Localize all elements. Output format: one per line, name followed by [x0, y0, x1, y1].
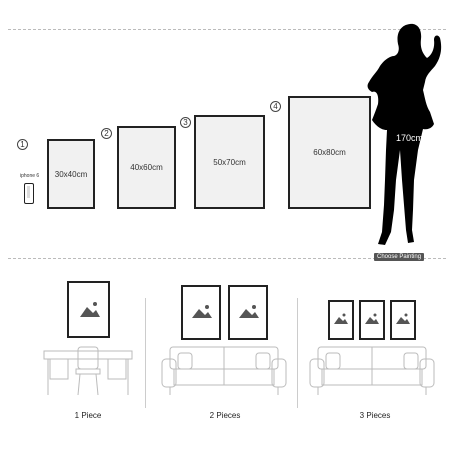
frame-60x80: 60x80cm: [288, 96, 371, 209]
size-number-2: 2: [101, 128, 112, 139]
three-frame-middle: [359, 300, 385, 340]
mountain-icon: [80, 302, 100, 317]
woman-silhouette-icon: [367, 23, 442, 246]
choose-painting-button[interactable]: Choose Painting: [374, 253, 425, 261]
frame-30x40: 30x40cm: [47, 139, 95, 209]
piece-label-3: 3 Pieces: [359, 411, 391, 420]
piece-label-2: 2 Pieces: [209, 411, 241, 420]
frame-50x70: 50x70cm: [194, 115, 265, 209]
single-frame: [67, 281, 110, 338]
sofa-icon: [161, 346, 287, 395]
top-divider: [8, 29, 446, 30]
piece-label-1: 1 Piece: [74, 411, 102, 420]
frame-size-label: 30x40cm: [54, 169, 88, 179]
frame-40x60: 40x60cm: [117, 126, 176, 209]
phone-label: iphone 6: [20, 173, 40, 179]
mountain-icon: [365, 313, 379, 324]
mountain-icon: [334, 313, 348, 324]
frame-size-label: 50x70cm: [213, 157, 246, 167]
three-frame-left: [328, 300, 354, 340]
column-separator: [297, 298, 298, 408]
column-separator: [145, 298, 146, 408]
mountain-icon: [192, 305, 212, 318]
two-frame-right: [228, 285, 268, 340]
middle-divider: [8, 258, 446, 259]
sofa-icon: [309, 346, 435, 395]
frame-size-label: 60x80cm: [313, 148, 346, 157]
mountain-icon: [396, 313, 410, 324]
three-frame-right: [390, 300, 416, 340]
height-label: 170cm: [396, 133, 424, 143]
frame-size-label: 40x60cm: [130, 163, 163, 172]
phone-icon: [24, 183, 34, 204]
mountain-icon: [239, 305, 259, 318]
size-number-1: 1: [17, 139, 28, 150]
size-number-3: 3: [180, 117, 191, 128]
two-frame-left: [181, 285, 221, 340]
size-number-4: 4: [270, 101, 281, 112]
desk-and-chair-icon: [43, 346, 133, 396]
